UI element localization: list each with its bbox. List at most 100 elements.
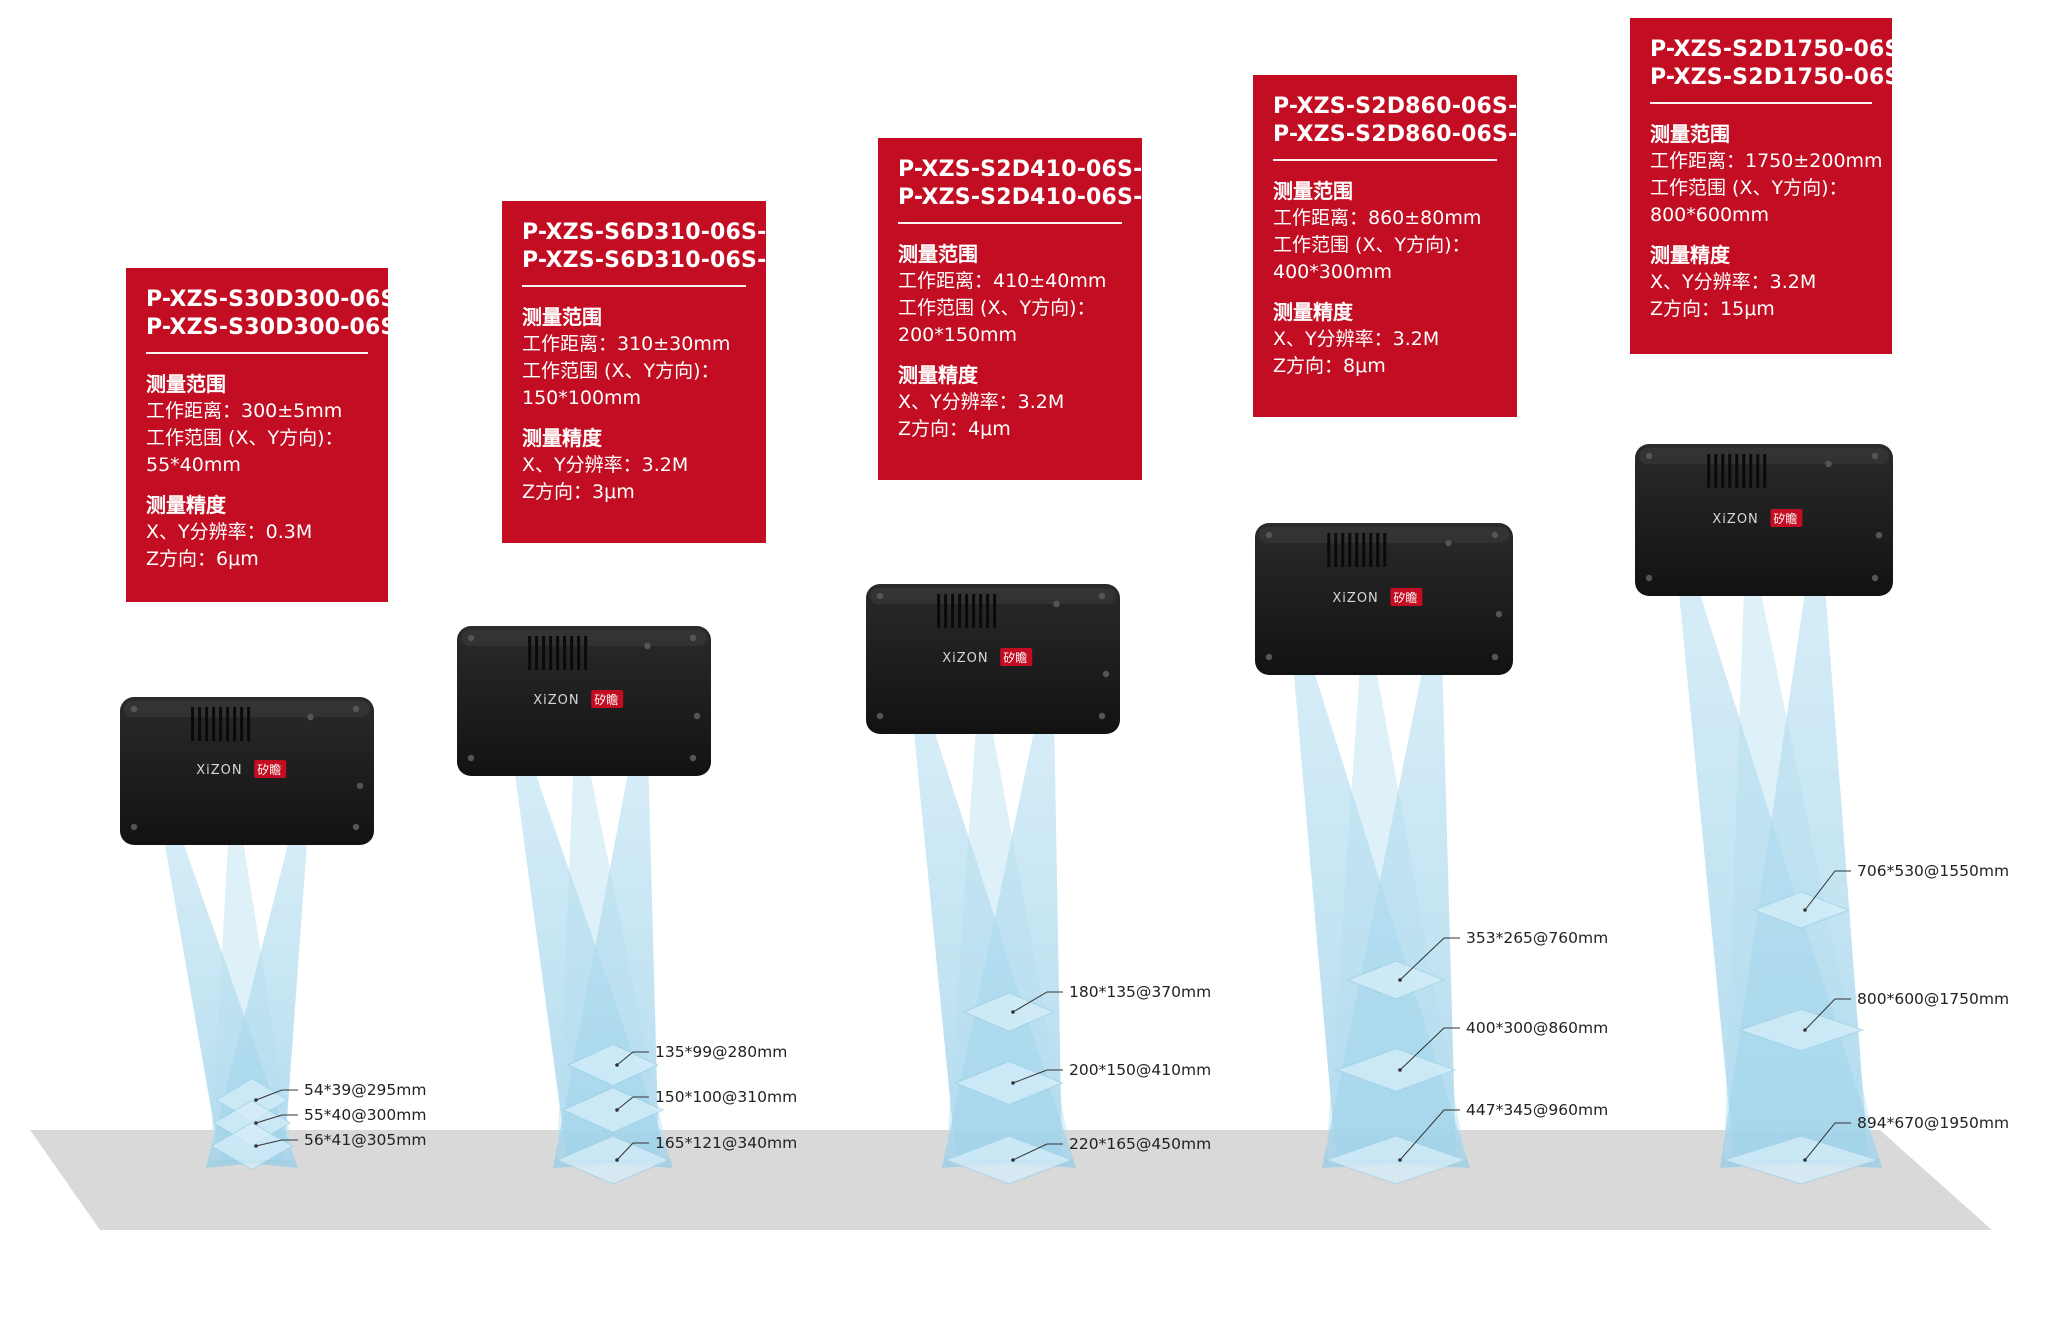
screw: [1871, 452, 1879, 460]
vent-slot: [1341, 533, 1345, 567]
leader-line: [1012, 991, 1063, 1013]
device-body: [120, 697, 374, 845]
vent-slot: [1728, 454, 1732, 488]
vent-slot: [1327, 533, 1331, 567]
range-heading: 测量范围: [522, 305, 602, 329]
screw: [1102, 670, 1110, 678]
vent-slot: [1383, 533, 1387, 567]
fov-label: 150*100@310mm: [655, 1088, 797, 1106]
leader-dot: [615, 1108, 619, 1112]
divider: [522, 285, 746, 287]
vent-slot: [535, 636, 539, 670]
xy-resolution: X、Y分辨率：3.2M: [1273, 328, 1440, 350]
fov-label: 135*99@280mm: [655, 1043, 787, 1061]
working-distance: 工作距离：1750±200mm: [1650, 150, 1883, 172]
vent-slot: [219, 707, 223, 741]
vent-slot: [958, 594, 962, 628]
vent-slot: [944, 594, 948, 628]
vent-slot: [542, 636, 546, 670]
working-distance: 工作距离：860±80mm: [1273, 207, 1482, 229]
vent-slot: [951, 594, 955, 628]
brand-badge-text: 矽瞻: [1003, 650, 1027, 665]
fov-label: 54*39@295mm: [304, 1081, 426, 1099]
range-heading: 测量范围: [1650, 122, 1730, 146]
z-accuracy: Z方向：8μm: [1273, 355, 1386, 377]
z-accuracy: Z方向：4μm: [898, 418, 1011, 440]
leader-dot: [1011, 1081, 1015, 1085]
leader-line: [1804, 998, 1851, 1031]
spacer: [1650, 229, 1872, 239]
brand-logo-text: XiZON: [1712, 512, 1758, 527]
range-heading: 测量范围: [1273, 179, 1353, 203]
vent-slot: [1334, 533, 1338, 567]
accuracy-heading: 测量精度: [898, 363, 978, 387]
spacer: [1273, 286, 1497, 296]
brand-logo-text: XiZON: [533, 693, 579, 708]
screw: [1265, 653, 1273, 661]
divider: [1650, 102, 1872, 104]
vent-slot: [549, 636, 553, 670]
model-number-u: P-XZS-S6D310-06S-U: [522, 220, 785, 245]
brand-badge: [1770, 509, 1803, 528]
screw: [1645, 452, 1653, 460]
leader-dot: [1398, 1068, 1402, 1072]
leader-dot: [1398, 978, 1402, 982]
fov-label-group: 135*99@280mm 150*100@310mm 165*121@340mm: [615, 1043, 797, 1162]
brand-badge: [1000, 648, 1033, 666]
vent-slot: [1763, 454, 1767, 488]
xy-resolution: X、Y分辨率：3.2M: [522, 454, 689, 476]
xy-resolution: X、Y分辨率：0.3M: [146, 521, 313, 543]
beam-right: [206, 828, 308, 1168]
screw: [876, 592, 884, 600]
beam-center: [946, 712, 1072, 1160]
working-range-label: 工作范围 (X、Y方向)：: [146, 427, 344, 449]
working-range-label: 工作范围 (X、Y方向)：: [898, 297, 1096, 319]
fov-label: 447*345@960mm: [1466, 1101, 1608, 1119]
working-range-value: 150*100mm: [522, 387, 642, 409]
device-top-edge: [461, 630, 707, 646]
measurement-plane: [561, 1087, 665, 1133]
vent-slot: [556, 636, 560, 670]
beams-layer: [162, 572, 1882, 1185]
working-range-value: 400*300mm: [1273, 261, 1393, 283]
screw: [352, 823, 360, 831]
fov-label: 165*121@340mm: [655, 1134, 797, 1152]
device-body: [1255, 523, 1513, 675]
spacer: [146, 479, 368, 489]
leader-dot: [1398, 1158, 1402, 1162]
screw: [689, 634, 697, 642]
leader-line: [616, 1051, 649, 1066]
leader-line: [1804, 1122, 1851, 1161]
vent-slot: [584, 636, 588, 670]
leader-dot: [1011, 1010, 1015, 1014]
range-heading: 测量范围: [898, 242, 978, 266]
leader-dot: [1803, 1158, 1807, 1162]
measurement-plane: [566, 1043, 660, 1087]
screw: [1875, 532, 1883, 539]
measurement-plane: [555, 1135, 671, 1185]
vent-slot: [937, 594, 941, 628]
vent-slot: [563, 636, 567, 670]
model-number-k: P-XZS-S2D860-06S-K: [1273, 122, 1535, 147]
vent-slot: [972, 594, 976, 628]
working-distance: 工作距离：310±30mm: [522, 333, 731, 355]
leader-dot: [615, 1063, 619, 1067]
fov-label: 706*530@1550mm: [1857, 862, 2009, 880]
leader-dot: [254, 1121, 258, 1125]
vent-slot: [1355, 533, 1359, 567]
vent-slot: [1707, 454, 1711, 488]
screw: [1645, 574, 1653, 582]
divider: [146, 352, 368, 354]
screw: [1265, 531, 1273, 539]
model-number-k: P-XZS-S2D1750-06S-K: [1650, 65, 1928, 90]
device-top-edge: [124, 701, 370, 717]
brand-badge: [591, 690, 624, 708]
